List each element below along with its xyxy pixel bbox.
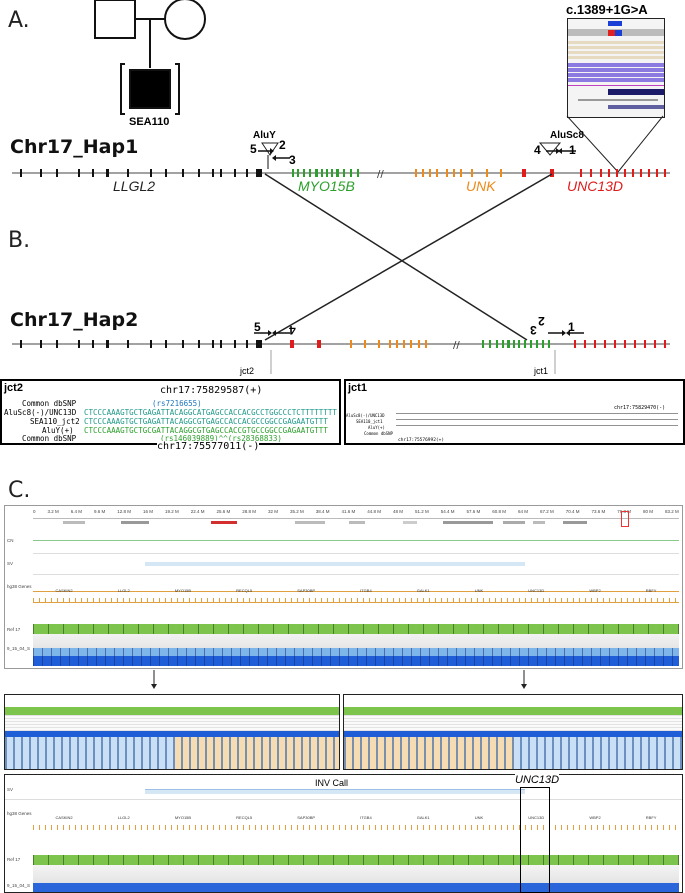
panel-c-label: C.: [8, 478, 31, 503]
track-label-genes-bottom: hg38 Genes: [7, 811, 32, 816]
jct2-row-2-seq: CTCCCAAAGTGCTGAGATTACAGGCATGAGCCACCACGCC…: [84, 408, 337, 417]
jct2-coord-bottom: chr17:75577011(-): [157, 441, 260, 452]
proband-symbol: [129, 69, 171, 109]
hap1-title: Chr17_Hap1: [10, 136, 139, 158]
hap2-chromosome: //: [12, 330, 670, 374]
jct1-pointer-label: jct1: [534, 366, 549, 376]
gene-myo15b: MYO15B: [298, 178, 355, 194]
jct1-box: jct1 chr17:75829470(-) AluSc8(-)/UNC13D …: [344, 379, 685, 445]
inv-call-label: INV Call: [315, 778, 349, 788]
hap1-primer-2: 2: [279, 138, 286, 152]
variant-igv-thumbnail: [567, 18, 665, 118]
hap1-chromosome: //: [12, 142, 670, 180]
unc13d-highlight-box: [520, 787, 550, 893]
hap1-primer-4: 4: [534, 143, 541, 157]
variant-label: c.1389+1G>A: [566, 2, 648, 17]
jct2-row-3-label: SEA110_jct2: [30, 417, 80, 426]
jct1-label-2: SEA110_jct1: [356, 419, 383, 424]
unc13d-highlight-label: UNC13D: [515, 774, 560, 786]
panel-a-label: A.: [8, 8, 30, 33]
jct2-row-5-label: Common dbSNP: [22, 434, 77, 443]
track-label-sample-bottom: 9_15_04_S: [7, 883, 31, 888]
jct1-label-4: Common dbSNP: [364, 431, 393, 436]
jct1-coord-top: chr17:75829470(-): [614, 405, 666, 411]
gene-unc13d: UNC13D: [567, 178, 624, 194]
svg-text://: //: [377, 169, 384, 180]
hap2-primer-3: 3: [530, 323, 537, 337]
pedigree-chart: [94, 0, 206, 115]
proband-label: SEA110: [129, 116, 170, 128]
variant-callout-lines: [566, 115, 664, 173]
inversion-lines: [264, 173, 553, 341]
jct1-label-3: AluY(+): [368, 425, 385, 430]
hap1-primer-1: 1: [569, 143, 576, 157]
hap1-primer-5: 5: [250, 142, 257, 156]
hap1-primer-3: 3: [289, 153, 296, 167]
track-label-sample: 9_15_04_S: [7, 646, 31, 651]
mother-symbol: [164, 0, 206, 40]
hap1-alu-right: AluSc8: [550, 130, 584, 141]
panel-b-label: B.: [8, 228, 31, 253]
track-label-sv: SV: [7, 561, 14, 566]
jct1-seq-block: [396, 413, 678, 431]
jct2-box: jct2 chr17:75829587(+) Common dbSNP (rs7…: [0, 379, 341, 445]
jct2-row-5-note: (rs146039889)^^(rs28368833): [160, 434, 282, 443]
igv-zoom-left: [4, 694, 340, 770]
track-label-sv-bottom: SV: [7, 787, 14, 792]
jct2-title: jct2: [4, 382, 23, 394]
jct2-row-1-label: Common dbSNP: [22, 399, 77, 408]
igv-zoom-right: [343, 694, 683, 770]
track-label-ref: Ref 17: [7, 627, 21, 632]
hap2-primer-4: 4: [289, 323, 296, 337]
track-label-genes: hg38 Genes: [7, 584, 32, 589]
jct2-coord-top: chr17:75829587(+): [160, 385, 263, 396]
hap2-title: Chr17_Hap2: [10, 309, 139, 331]
track-label-ref-bottom: Ref 17: [7, 857, 21, 862]
hap2-primer-1: 1: [568, 320, 575, 334]
jct2-row-3-seq: CTCCCAAAGTGCTGAGATTACAGGCGTGAGCCACCACGCC…: [84, 417, 328, 426]
gene-unk: UNK: [466, 178, 496, 194]
jct1-title: jct1: [348, 382, 367, 394]
svg-text://: //: [453, 340, 460, 351]
gene-llgl2: LLGL2: [113, 178, 156, 194]
hap2-primer-2: 2: [538, 314, 545, 328]
jct2-row-1-note: (rs7216655): [152, 399, 202, 408]
hap2-primer-5: 5: [254, 320, 261, 334]
jct1-coord-bottom: chr17:75576992(+): [398, 438, 445, 443]
jct2-row-2-label: AluSc8(-)/UNC13D: [4, 408, 77, 417]
track-label-cn: CN: [7, 538, 14, 543]
hap1-alu-left: AluY: [253, 130, 276, 141]
jct2-pointer-label: jct2: [240, 366, 255, 376]
father-symbol: [94, 0, 136, 39]
jct2-row-4-seq: CTCCCAAAGTGCTGCGATTACAGGCGTGAGCCACCGTGCC…: [84, 426, 328, 435]
zoom-arrows: [151, 670, 527, 689]
jct2-row-4-label: AluY(+): [42, 426, 74, 435]
jct1-label-1: AluSc8(-)/UNC13D: [346, 413, 385, 418]
